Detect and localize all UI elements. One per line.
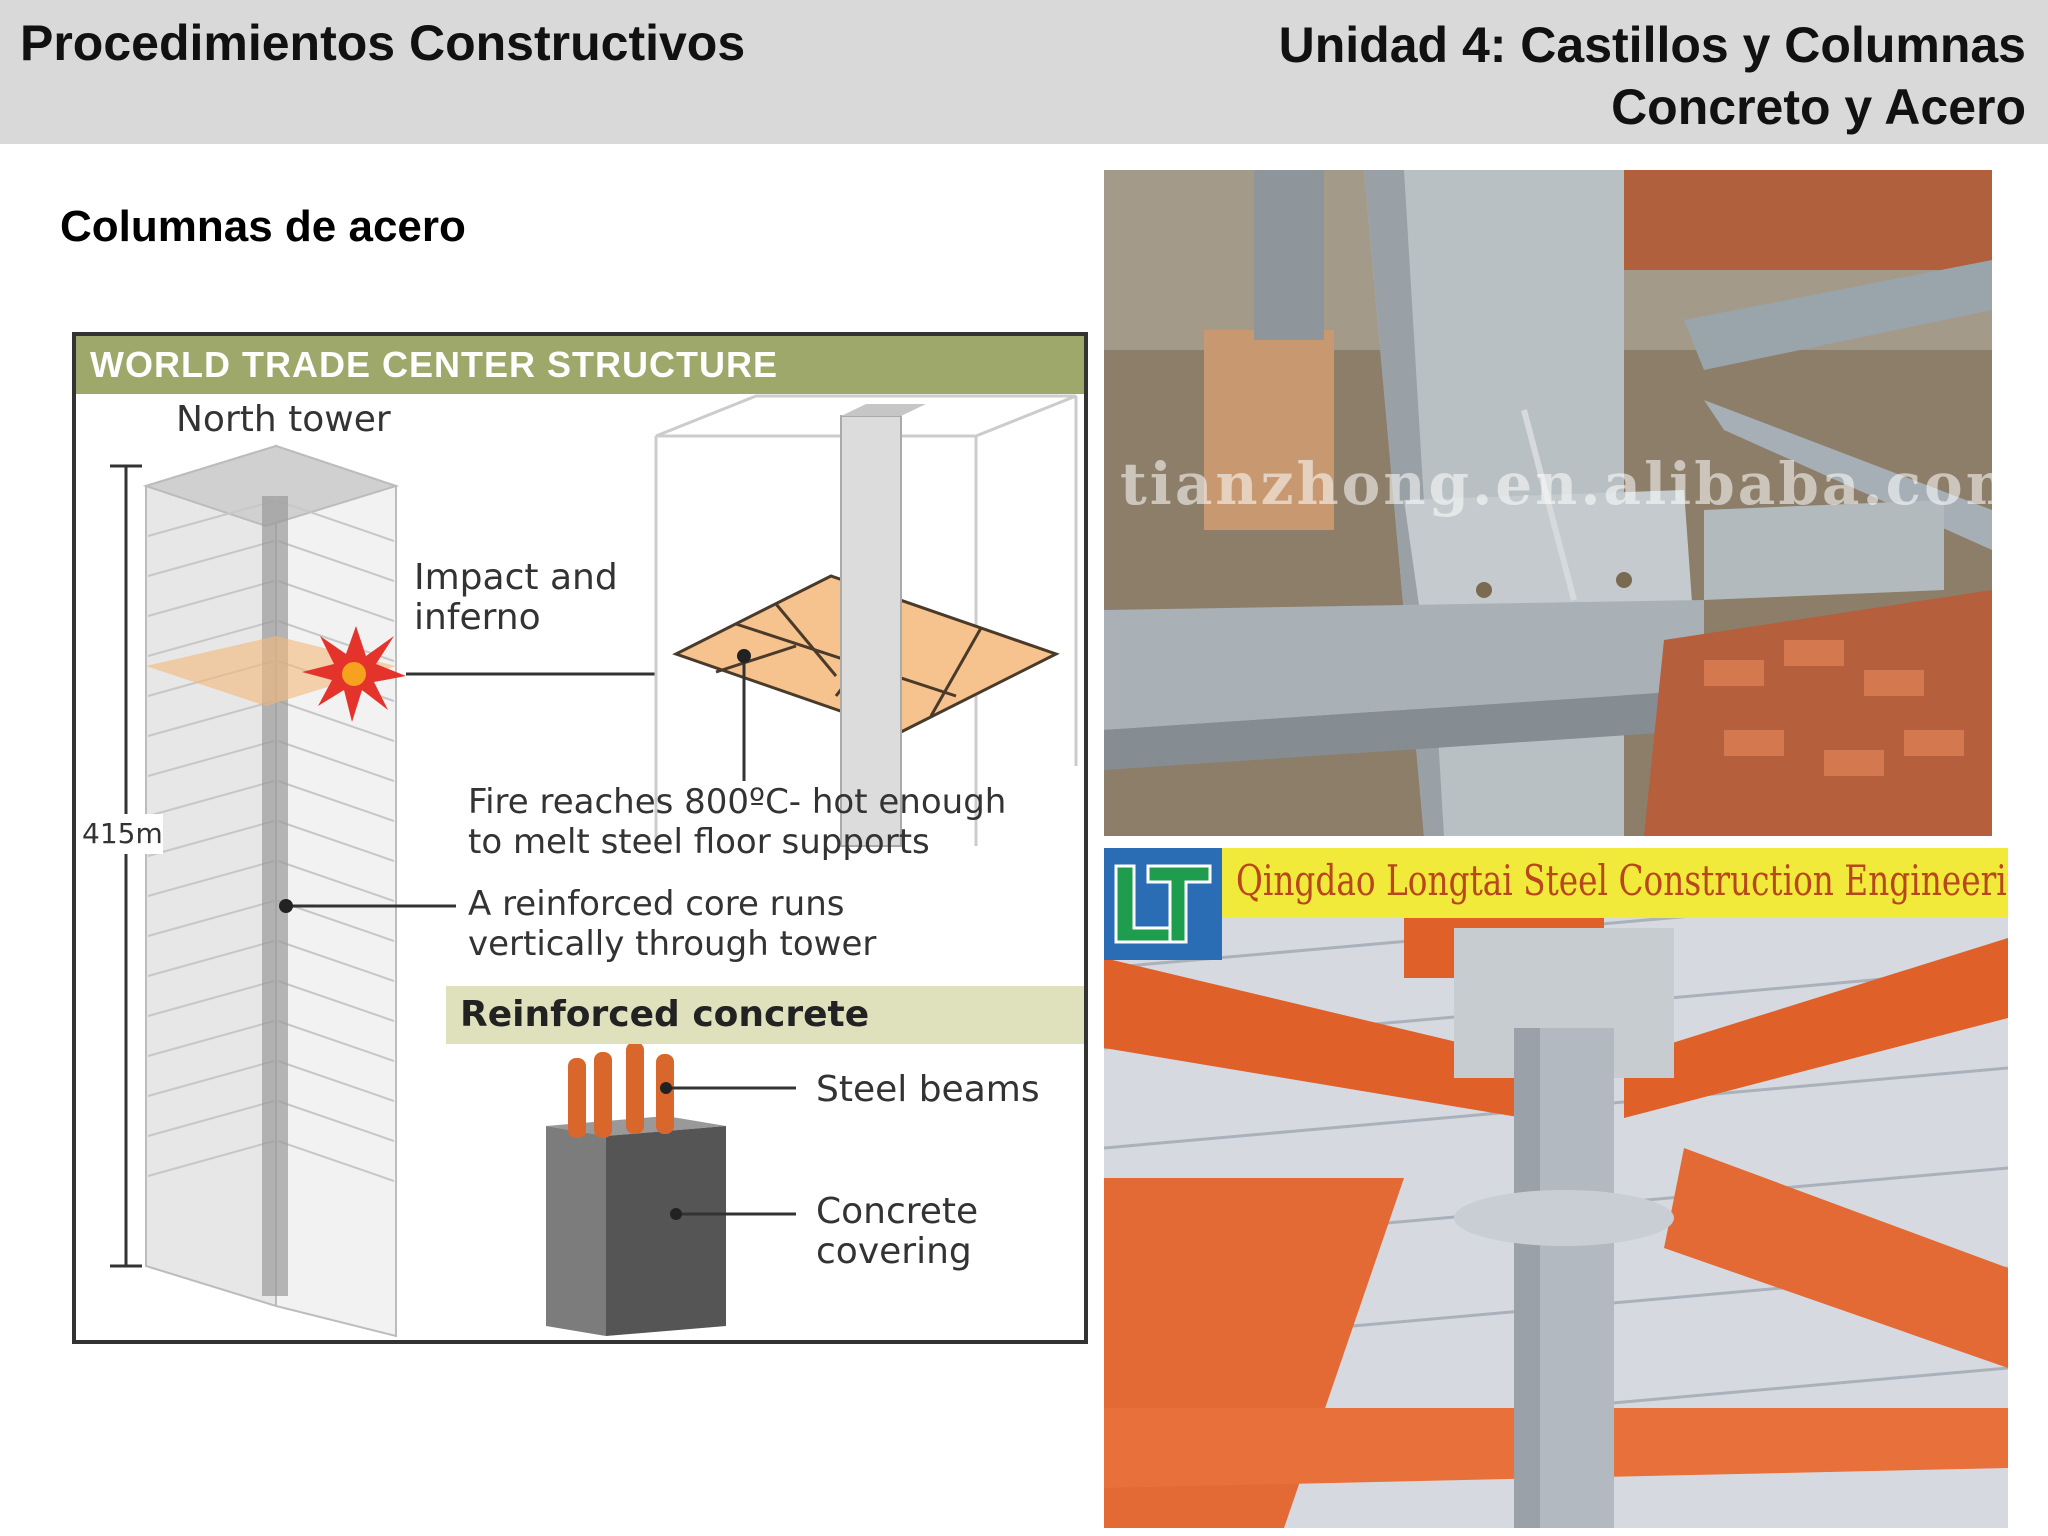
steel-column-base-photo: tianzhong.en.alibaba.com [1104,170,1992,836]
slide-header: Procedimientos Constructivos Unidad 4: C… [0,0,2048,144]
diagram-illustration [110,394,1078,1338]
impact-label-line1: Impact and [414,557,618,598]
reinforced-column-drawing [546,1042,796,1336]
impact-label-line2: inferno [414,597,541,638]
north-tower-drawing [142,444,406,1338]
north-tower-label: North tower [176,399,391,440]
diagram-title: WORLD TRADE CENTER STRUCTURE [76,336,1084,394]
core-label-line2: vertically through tower [468,924,877,964]
photo-watermark: tianzhong.en.alibaba.com [1120,450,1992,518]
fire-label-line1: Fire reaches 800ºC- hot enough [468,782,1007,822]
company-logo [1104,848,1222,960]
reinforced-concrete-heading: Reinforced concrete [446,986,1084,1044]
unit-title-line2: Concreto y Acero [1611,79,2026,135]
core-label: A reinforced core runs vertically throug… [468,884,876,964]
concrete-covering-label: Concrete covering [816,1192,978,1272]
section-title: Columnas de acero [60,202,466,251]
course-title: Procedimientos Constructivos [20,15,746,71]
company-logo-graphic [1114,864,1212,944]
floor-detail-drawing [654,394,1078,847]
impact-label: Impact and inferno [414,558,618,638]
company-banner-text: Qingdao Longtai Steel Construction Engin… [1236,856,2008,905]
concrete-label-line1: Concrete [816,1191,979,1232]
steel-column-beams-photo: Qingdao Longtai Steel Construction Engin… [1104,848,2008,1528]
wtc-structure-diagram: WORLD TRADE CENTER STRUCTURE [72,332,1088,1344]
concrete-label-line2: covering [816,1231,972,1272]
steel-beams-label: Steel beams [816,1069,1040,1110]
company-banner: Qingdao Longtai Steel Construction Engin… [1104,848,2008,918]
core-label-line1: A reinforced core runs [468,884,845,924]
fire-label-line2: to melt steel floor supports [468,822,930,862]
height-label: 415m [82,814,163,854]
unit-title-line1: Unidad 4: Castillos y Columnas [1278,17,2026,73]
fire-label: Fire reaches 800ºC- hot enough to melt s… [468,782,1006,862]
unit-title: Unidad 4: Castillos y Columnas Concreto … [1279,14,2026,138]
